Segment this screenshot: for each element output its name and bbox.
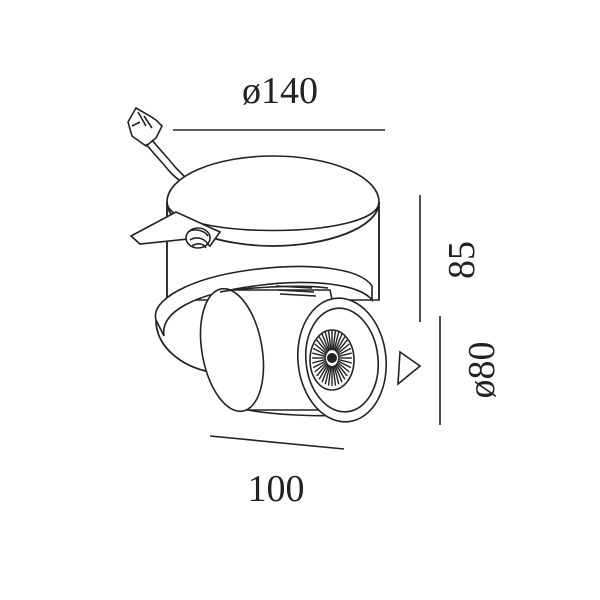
reflector-rib xyxy=(336,343,350,355)
lens-reflector xyxy=(312,330,352,386)
reflector-rib xyxy=(316,362,328,377)
dim-label-height: 85 xyxy=(441,241,483,279)
reflector-rib xyxy=(334,364,343,383)
reflector-rib xyxy=(314,343,328,355)
reflector-rib xyxy=(332,365,337,386)
reflector-rib xyxy=(321,364,330,383)
reflector-rib xyxy=(337,347,352,356)
reflector-rib xyxy=(336,339,348,354)
spring-clip xyxy=(129,211,222,249)
reflector-rib xyxy=(337,358,352,364)
connector-plug xyxy=(127,106,189,185)
dim-label-diameter-lens: ø80 xyxy=(461,342,503,399)
lens-face xyxy=(296,297,388,423)
reflector-rib xyxy=(327,365,332,386)
reflector-rib xyxy=(324,331,331,351)
dim-label-diameter-top: ø140 xyxy=(242,70,318,112)
reflector-rib xyxy=(332,330,337,351)
reflector-rib xyxy=(321,333,330,352)
reflector-rib xyxy=(335,363,346,380)
reflector-rib xyxy=(334,333,343,352)
reflector-rib xyxy=(336,362,348,377)
reflector-rib xyxy=(318,336,329,353)
reflector-rib xyxy=(312,352,327,358)
reflector-rib xyxy=(335,336,346,353)
reflector-rib xyxy=(312,347,327,356)
reflector-rib xyxy=(333,365,340,385)
trim-ring xyxy=(154,265,373,373)
reflector-rib xyxy=(312,358,327,364)
reflector-rib xyxy=(327,330,332,351)
reflector-rib xyxy=(318,363,329,380)
led-center xyxy=(327,353,337,363)
reflector-rib xyxy=(333,331,340,351)
reflector-rib xyxy=(316,339,328,354)
reflector-rib xyxy=(337,360,352,369)
dim-line-depth xyxy=(209,435,345,450)
reflector-rib xyxy=(314,361,328,373)
reflector-rib xyxy=(336,361,350,373)
reflector-rib xyxy=(324,365,331,385)
reflector-rib xyxy=(312,360,327,369)
reflector-rib xyxy=(337,352,352,358)
side-tab xyxy=(397,350,422,386)
dim-label-depth: 100 xyxy=(248,468,305,510)
